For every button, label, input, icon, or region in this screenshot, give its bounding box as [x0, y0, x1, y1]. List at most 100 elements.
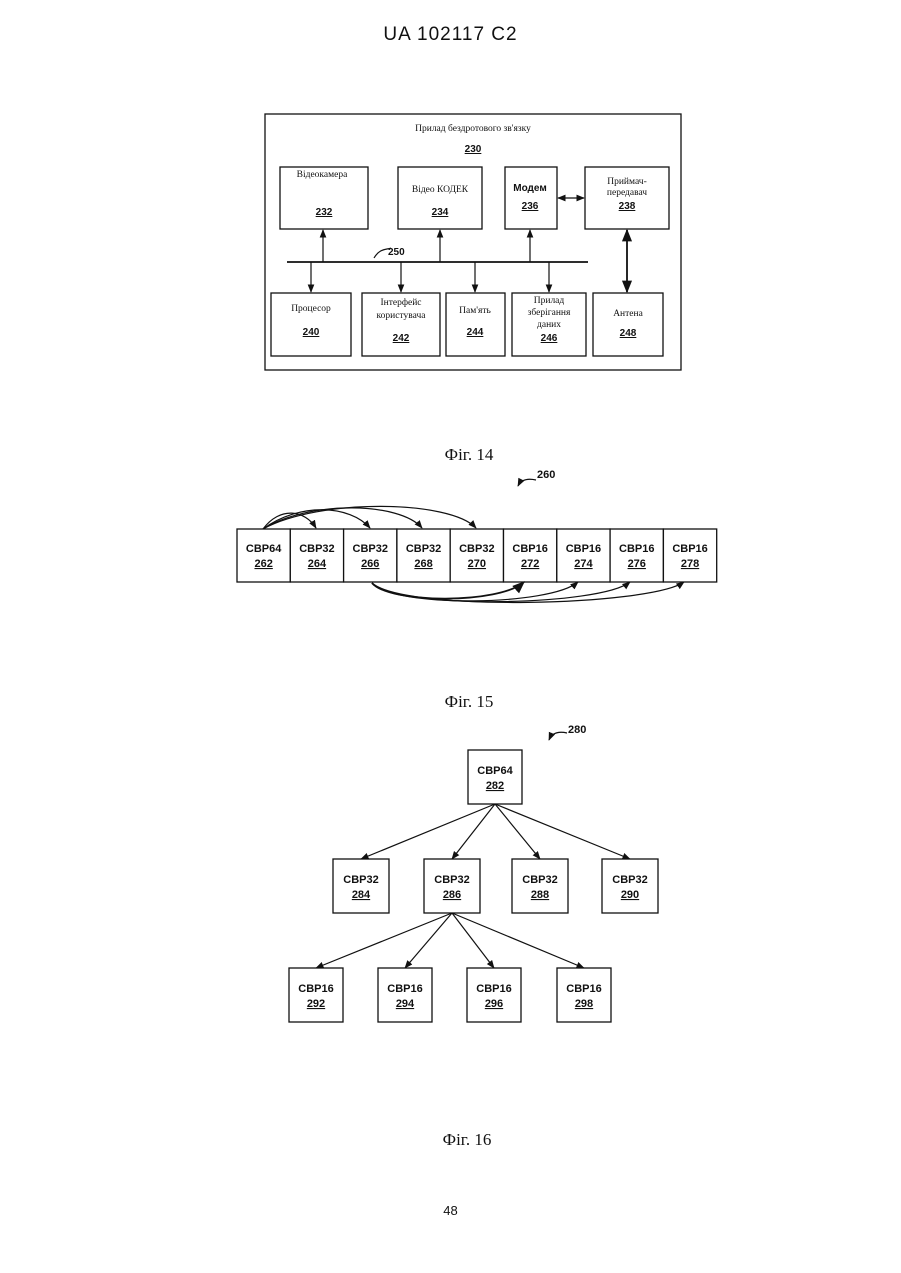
- arc-266-278: [372, 582, 684, 602]
- tree-node: CBP32 290: [602, 859, 658, 913]
- edge-282-288: [495, 804, 540, 859]
- arc-262-270: [263, 506, 476, 529]
- cell-ref: 262: [254, 558, 272, 570]
- sequence-cell: CBP16 272: [504, 529, 557, 582]
- edge-282-284: [361, 804, 495, 859]
- page-number: 48: [0, 1203, 901, 1218]
- node-ref: 292: [307, 998, 325, 1010]
- sequence-cell: CBP32270: [450, 529, 503, 582]
- camera-ref: 232: [316, 207, 333, 218]
- block-transceiver: Приймач- передавач 238: [585, 167, 669, 229]
- sequence-cell: CBP32 264: [290, 529, 343, 582]
- cell-ref: 274: [574, 558, 593, 570]
- node-label: CBP16: [298, 983, 333, 995]
- cell-ref: 266: [361, 558, 379, 570]
- ui-label-2: користувача: [377, 311, 427, 321]
- node-label: CBP16: [387, 983, 422, 995]
- node-label: CBP32: [522, 874, 557, 886]
- camera-label: Відеокамера: [297, 170, 348, 180]
- antenna-ref: 248: [620, 328, 637, 339]
- cell-label: CBP32: [353, 543, 388, 555]
- cell-ref: 270: [468, 558, 486, 570]
- tree-node: CBP32 286: [424, 859, 480, 913]
- cell-ref: 268: [414, 558, 432, 570]
- transceiver-label-1: Приймач-: [607, 176, 647, 187]
- tree-node: CBP64282: [468, 750, 522, 804]
- fig14-caption: Фіг. 14: [445, 445, 494, 464]
- sequence-cell: CBP64 262: [237, 529, 290, 582]
- transceiver-label-2: передавач: [607, 188, 647, 198]
- block-processor: Процесор 240: [271, 293, 351, 356]
- storage-ref: 246: [541, 333, 558, 344]
- block-storage: Прилад зберігання даних 246: [512, 293, 586, 356]
- block-antenna: Антена 248: [593, 293, 663, 356]
- cell-ref: 264: [308, 558, 327, 570]
- transceiver-ref: 238: [619, 201, 636, 212]
- processor-label: Процесор: [291, 304, 331, 314]
- fig16-caption: Фіг. 16: [443, 1130, 492, 1149]
- node-label: CBP32: [343, 874, 378, 886]
- fig15-caption: Фіг. 15: [445, 692, 494, 711]
- fig15-sequence: 260 CBP64262CBP32264CBP32266CBP32268CBP3…: [237, 469, 717, 602]
- cell-ref: 272: [521, 558, 539, 570]
- node-ref: 286: [443, 889, 461, 901]
- tree-node: CBP16 296: [467, 968, 521, 1022]
- arc-262-268: [263, 508, 422, 529]
- edge-286-292: [316, 913, 452, 968]
- tree-node: CBP32 288: [512, 859, 568, 913]
- codec-ref: 234: [432, 207, 449, 218]
- node-ref: 296: [485, 998, 503, 1010]
- cell-ref: 278: [681, 558, 699, 570]
- cell-ref: 276: [628, 558, 646, 570]
- node-ref: 282: [486, 780, 504, 792]
- node-ref: 290: [621, 889, 639, 901]
- cell-label: CBP64: [246, 543, 282, 555]
- ui-ref: 242: [393, 333, 410, 344]
- modem-ref: 236: [522, 201, 539, 212]
- sequence-cell: CBP16 276: [610, 529, 663, 582]
- antenna-label: Антена: [613, 309, 643, 319]
- fig14-block-diagram: Прилад бездротового зв'язку 230 Відеокам…: [265, 114, 681, 370]
- svg-text:Відеокамера: Відеокамера: [297, 170, 348, 180]
- cell-label: CBP16: [512, 543, 547, 555]
- block-codec: Відео КОДЕК 234: [398, 167, 482, 229]
- bus-ref: 250: [388, 247, 405, 258]
- node-label: CBP16: [566, 983, 601, 995]
- codec-label: Відео КОДЕК: [412, 185, 469, 195]
- edge-282-290: [495, 804, 630, 859]
- node-label: CBP32: [612, 874, 647, 886]
- memory-ref: 244: [467, 327, 484, 338]
- ui-label-1: Інтерфейс: [380, 297, 421, 308]
- node-label: CBP32: [434, 874, 469, 886]
- cell-label: CBP16: [619, 543, 654, 555]
- storage-label-1: Прилад: [534, 296, 565, 306]
- cell-label: CBP32: [406, 543, 441, 555]
- cell-label: CBP32: [299, 543, 334, 555]
- fig15-ref: 260: [537, 469, 555, 481]
- tree-node: CBP16 292: [289, 968, 343, 1022]
- node-ref: 288: [531, 889, 549, 901]
- tree-node: CBP16 298: [557, 968, 611, 1022]
- sequence-cell: CBP32 268: [397, 529, 450, 582]
- arc-262-266: [263, 510, 370, 529]
- block-user-interface: Інтерфейс користувача 242: [362, 293, 440, 356]
- tree-node: CBP32 284: [333, 859, 389, 913]
- container-title: Прилад бездротового зв'язку: [415, 123, 531, 134]
- cell-label: CBP16: [672, 543, 707, 555]
- container-ref: 230: [465, 144, 482, 155]
- fig16-ref: 280: [568, 724, 586, 736]
- tree-node: CBP16 294: [378, 968, 432, 1022]
- processor-ref: 240: [303, 327, 320, 338]
- node-label: CBP16: [476, 983, 511, 995]
- node-ref: 294: [396, 998, 415, 1010]
- storage-label-2: зберігання: [528, 307, 571, 318]
- fig16-nodes: CBP64282CBP32 284 CBP32 286 CBP32 288 CBP32 290…: [289, 750, 658, 1022]
- fig16-ref-leader: [549, 732, 567, 740]
- node-ref: 298: [575, 998, 593, 1010]
- storage-label-3: даних: [537, 320, 561, 330]
- node-ref: 284: [352, 889, 371, 901]
- block-camera: Відеокамера 232: [280, 167, 368, 229]
- edge-286-294: [405, 913, 452, 968]
